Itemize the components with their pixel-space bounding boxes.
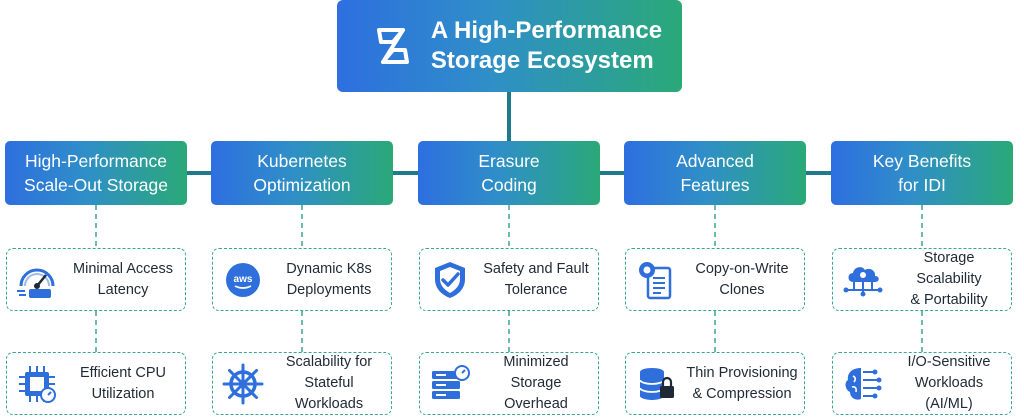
database-lock-icon [639, 367, 674, 400]
card-text-line1: Minimal Access [73, 260, 173, 277]
brand-logo-icon [376, 28, 409, 64]
card-text-line1: Dynamic K8s [286, 260, 372, 277]
cpu-chip-icon [19, 365, 56, 403]
card-efficient-cpu: Efficient CPU Utilization [6, 352, 186, 415]
heading-line1: Kubernetes [257, 151, 347, 171]
card-io-sensitive-workloads: I/O-Sensitive Workloads (AI/ML) [832, 352, 1012, 415]
heading-line2: for IDI [898, 175, 946, 195]
root-title-box: A High-Performance Storage Ecosystem [337, 0, 682, 92]
card-text-line2: & Compression [692, 385, 792, 402]
aws-icon: aws [226, 262, 260, 297]
aws-badge-text: aws [234, 274, 253, 285]
card-text-line1: Storage Scalability [916, 250, 982, 287]
shield-check-icon [435, 261, 465, 298]
card-safety-fault-tolerance: Safety and Fault Tolerance [419, 248, 599, 311]
heading-key-benefits: Key Benefits for IDI [831, 141, 1013, 205]
card-text-line1: Thin Provisioning [686, 364, 798, 381]
card-scalability-stateful: Scalability for Stateful Workloads [212, 352, 392, 415]
heading-line2: Features [680, 175, 750, 195]
document-copy-icon [639, 261, 672, 299]
card-text-line1: Safety and Fault [483, 260, 589, 277]
card-minimal-access-latency: Minimal Access Latency [6, 248, 186, 311]
card-text-line2: Workloads (AI/ML) [914, 375, 984, 412]
card-text-line2: Tolerance [504, 281, 568, 298]
card-text-line1: Efficient CPU [80, 364, 166, 381]
card-text-line2: Latency [97, 281, 149, 298]
card-dynamic-k8s-deployments: aws Dynamic K8s Deployments [212, 248, 392, 311]
card-minimized-storage-overhead: Minimized Storage Overhead [419, 352, 599, 415]
heading-line1: Key Benefits [872, 151, 972, 171]
cloud-network-icon [843, 266, 883, 296]
heading-line2: Coding [481, 175, 537, 195]
card-thin-provisioning: Thin Provisioning & Compression [625, 352, 805, 415]
card-text-line2: & Portability [910, 292, 988, 308]
heading-line1: High-Performance [25, 151, 167, 171]
card-storage-scalability: Storage Scalability & Portability [832, 248, 1012, 311]
heading-line1: Advanced [676, 151, 754, 171]
card-text-line2: Utilization [91, 385, 155, 402]
heading-line1: Erasure [478, 151, 540, 171]
card-text-line2: Deployments [286, 281, 372, 298]
server-stack-icon [432, 364, 470, 399]
card-text-line2: Overhead [504, 396, 568, 412]
card-text-line1: Copy-on-Write [695, 260, 789, 277]
root-title: A High-Performance Storage Ecosystem [431, 16, 662, 76]
card-text-line2: Stateful Workloads [294, 375, 364, 412]
root-title-line1: A High-Performance [430, 17, 663, 44]
kubernetes-helm-icon [222, 363, 264, 404]
heading-line2: Scale-Out Storage [24, 175, 168, 195]
card-text-line1: I/O-Sensitive [907, 354, 991, 370]
ai-brain-icon [845, 367, 882, 400]
heading-line2: Optimization [253, 175, 351, 195]
card-text-line1: Scalability for [285, 354, 373, 370]
speedometer-icon [17, 268, 55, 298]
card-text-line2: Clones [719, 281, 765, 298]
root-title-line2: Storage Ecosystem [430, 47, 654, 74]
card-copy-on-write-clones: Copy-on-Write Clones [625, 248, 805, 311]
card-text-line1: Minimized Storage [503, 354, 569, 391]
